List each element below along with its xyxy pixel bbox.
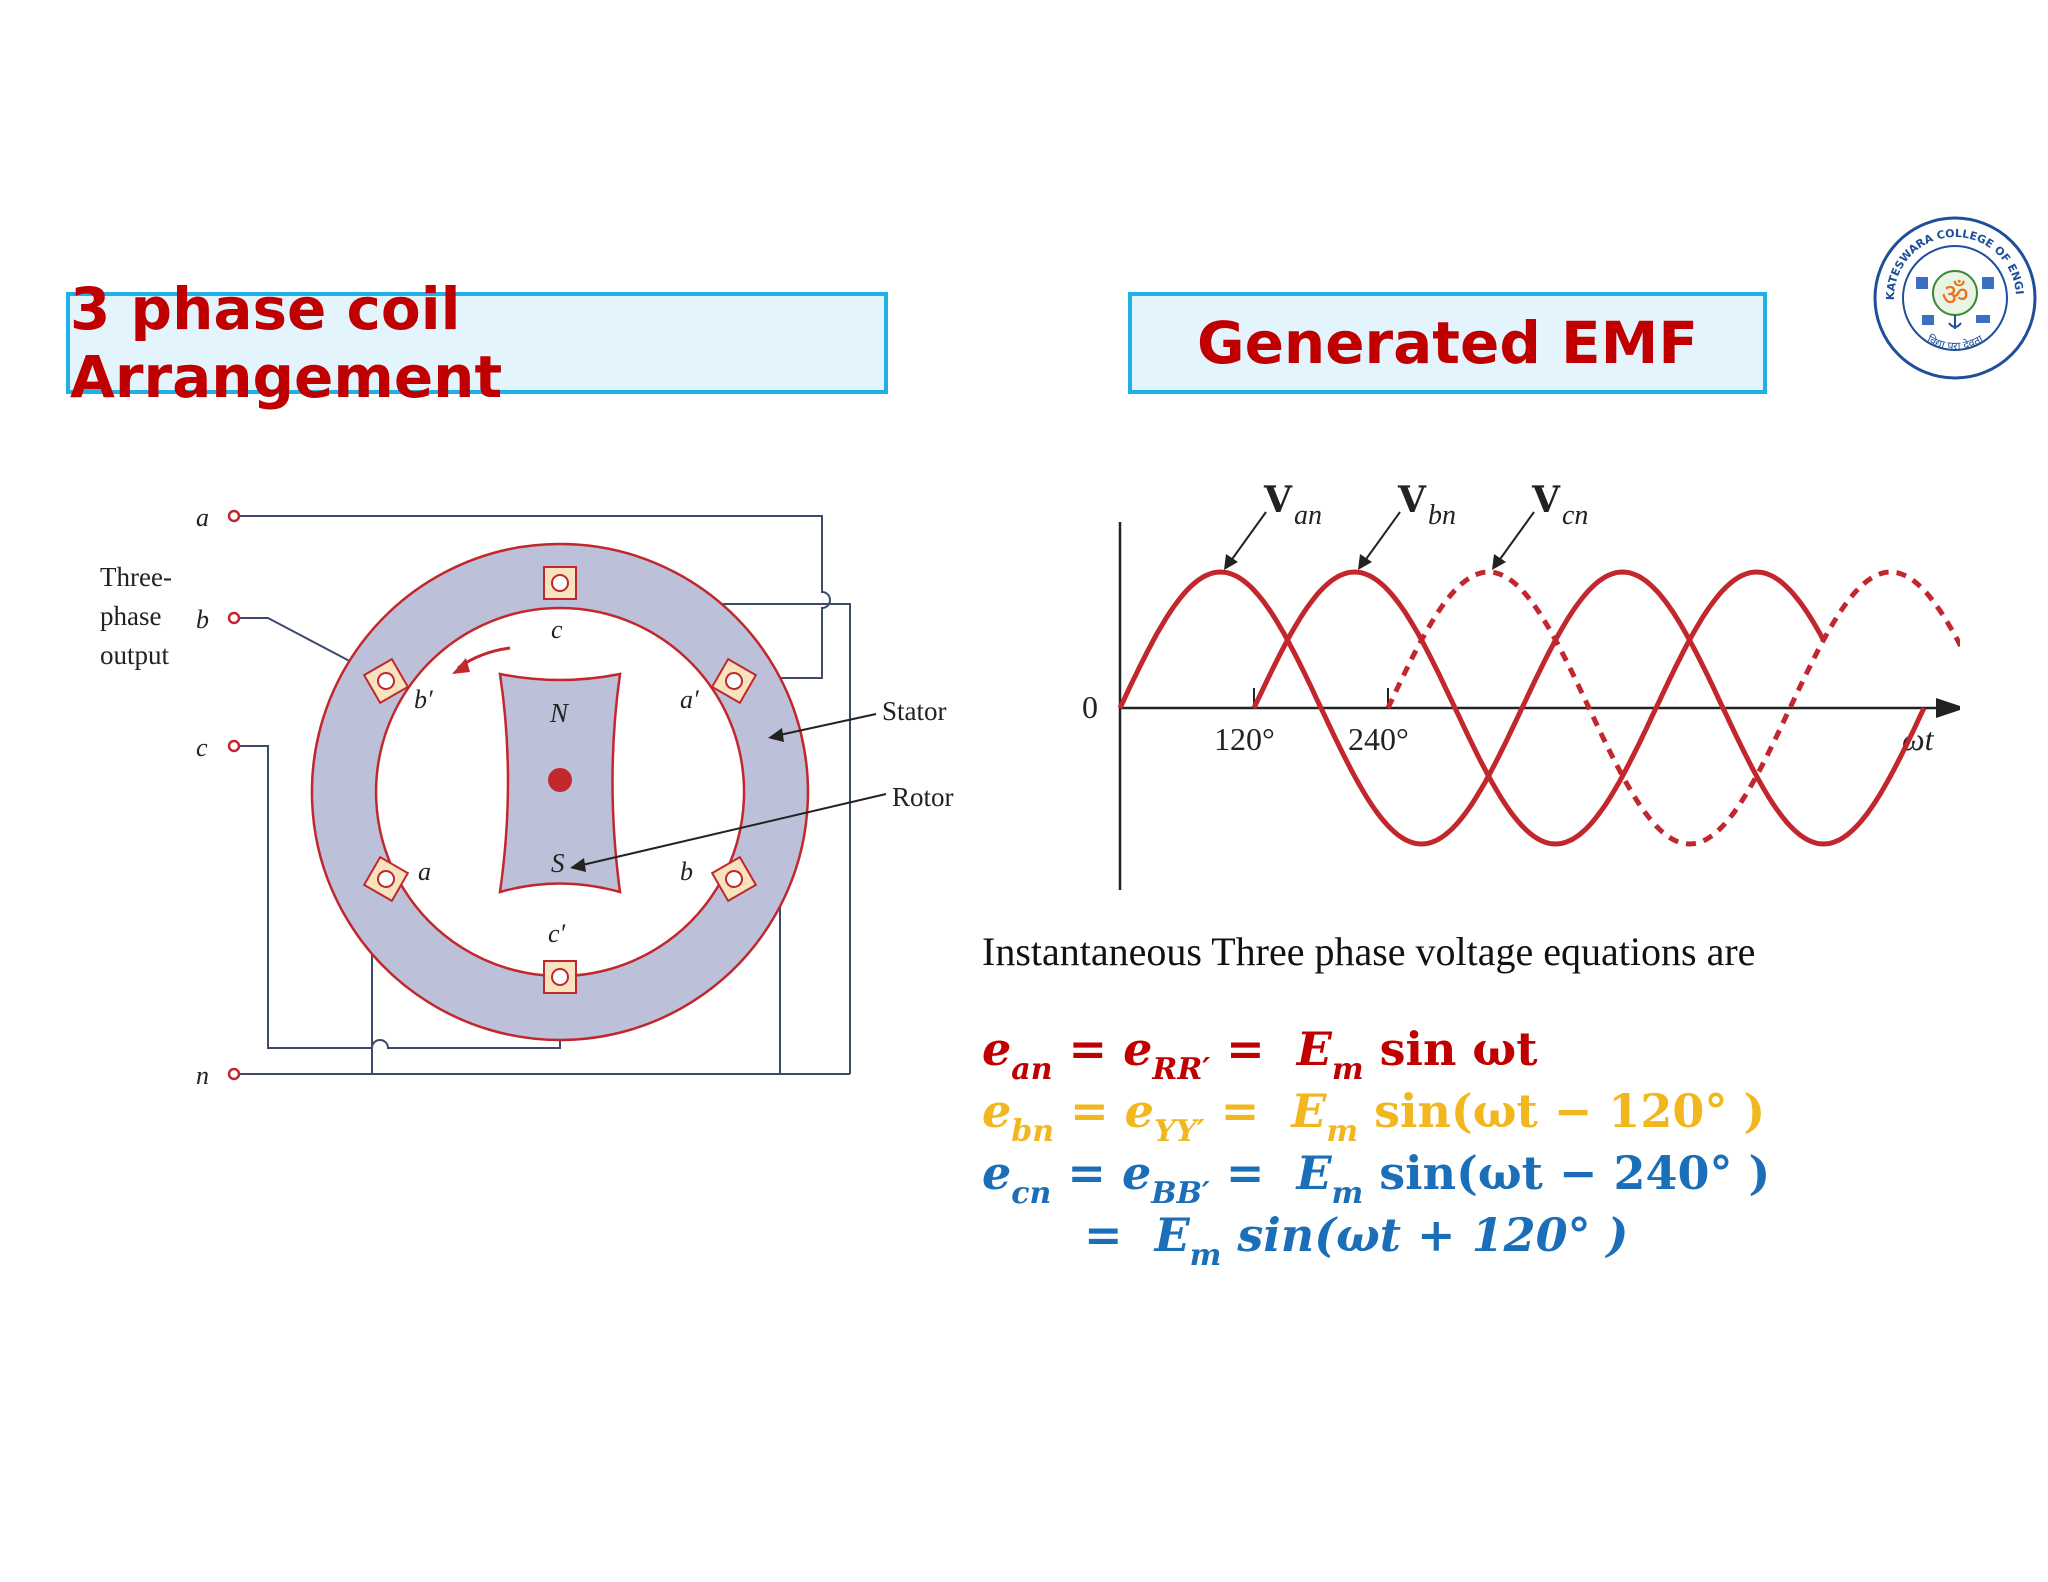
- output-label-line3: output: [100, 640, 170, 670]
- coil-arrangement-diagram: a b c n Three- phase output c b′ a′ a b …: [100, 503, 954, 1090]
- logo-tower-icon: [1982, 277, 1994, 289]
- slot-a: [362, 855, 410, 903]
- slot-c-prime: [543, 960, 577, 994]
- coil-slots: [362, 566, 758, 994]
- equation-ean: ean = eRR′ = Em sin ωt: [982, 1022, 1538, 1087]
- slot-label-b: b: [680, 857, 693, 886]
- terminal-labels: a b c n: [196, 503, 209, 1090]
- stator-callout-line: [774, 713, 877, 737]
- series-labels: V an V bn V cn: [1224, 479, 1588, 570]
- stator-callout-arrowhead-icon: [768, 728, 784, 742]
- emf-waveform-chart: 0 120° 240° ωt V an V bn V cn: [1082, 479, 1960, 890]
- waveform-van: [1117, 569, 1927, 847]
- college-logo: SRI VENKATESWARA COLLEGE OF ENGINEERING …: [1872, 215, 2037, 380]
- terminal-label-n: n: [196, 1061, 209, 1090]
- van-subscript: an: [1294, 500, 1322, 531]
- output-label: Three- phase output: [100, 562, 172, 670]
- generated-emf-title-text: Generated EMF: [1196, 309, 1699, 377]
- rotation-arrowhead-icon: [452, 658, 470, 674]
- terminal-b: [227, 611, 241, 625]
- terminals: [227, 509, 241, 1081]
- slot-label-a-prime: a′: [680, 685, 699, 714]
- tick-label-240: 240°: [1348, 721, 1409, 757]
- logo-car-icon: [1976, 315, 1990, 323]
- equations-intro: Instantaneous Three phase voltage equati…: [982, 929, 1756, 974]
- vbn-subscript: bn: [1428, 500, 1456, 531]
- terminal-n: [227, 1067, 241, 1081]
- terminal-label-c: c: [196, 733, 208, 762]
- vcn-subscript: cn: [1562, 500, 1588, 531]
- output-label-line1: Three-: [100, 562, 172, 592]
- slot-c: [543, 566, 577, 600]
- slot-a-prime: [710, 657, 758, 705]
- slot-labels: c b′ a′ a b c′: [414, 615, 699, 948]
- terminal-a: [227, 509, 241, 523]
- slot-label-a: a: [418, 857, 431, 886]
- wire-a: [238, 515, 831, 679]
- rotor-callout-arrowhead-icon: [570, 858, 586, 872]
- vbn-label: V: [1397, 479, 1427, 521]
- equation-ebn: ebn = eYY′ = Em sin(ωt − 120° ): [982, 1084, 1766, 1149]
- terminal-c: [227, 739, 241, 753]
- terminal-label-a: a: [196, 503, 209, 532]
- terminal-label-b: b: [196, 605, 209, 634]
- vbn-pointer-icon: [1358, 554, 1372, 570]
- equation-ecn: ecn = eBB′ = Em sin(ωt − 240° ): [982, 1146, 1771, 1211]
- logo-gear-icon: [1916, 277, 1928, 289]
- slot-b: [710, 855, 758, 903]
- output-label-line2: phase: [100, 601, 161, 631]
- rotor-callout-label: Rotor: [892, 782, 954, 812]
- slot-b-prime: [362, 657, 410, 705]
- logo-anchor-icon: [1948, 315, 1962, 329]
- coil-arrangement-title-text: 3 phase coil Arrangement: [70, 275, 503, 411]
- slot-label-c: c: [551, 615, 563, 644]
- waveform-vcn: [1385, 569, 1960, 847]
- coil-arrangement-title: 3 phase coil Arrangement: [66, 275, 888, 411]
- wire-b: [238, 617, 379, 677]
- slot-label-c-prime: c′: [548, 919, 566, 948]
- van-label: V: [1263, 479, 1293, 521]
- rotor-callout-line: [577, 793, 887, 867]
- stator-callout-label: Stator: [882, 696, 947, 726]
- logo-text-bottom: विद्या परा देवता: [1925, 332, 1985, 352]
- om-symbol-icon: ॐ: [1941, 278, 1968, 313]
- rotor-pole-n: N: [549, 698, 570, 728]
- slot-label-b-prime: b′: [414, 685, 433, 714]
- generated-emf-title: Generated EMF: [1128, 292, 1767, 394]
- waveform-vbn: [1251, 569, 1826, 847]
- rotor-shaft: [548, 768, 572, 792]
- origin-label: 0: [1082, 689, 1098, 725]
- logo-computer-icon: [1922, 315, 1934, 325]
- vcn-pointer-icon: [1492, 554, 1506, 570]
- van-pointer-icon: [1224, 554, 1238, 570]
- vcn-label: V: [1531, 479, 1561, 521]
- x-axis-arrowhead-icon: [1936, 698, 1960, 718]
- rotor-pole-s: S: [551, 848, 565, 878]
- tick-label-120: 120°: [1214, 721, 1275, 757]
- equation-ecn-alternate: = Em sin(ωt + 120° ): [1084, 1208, 1629, 1273]
